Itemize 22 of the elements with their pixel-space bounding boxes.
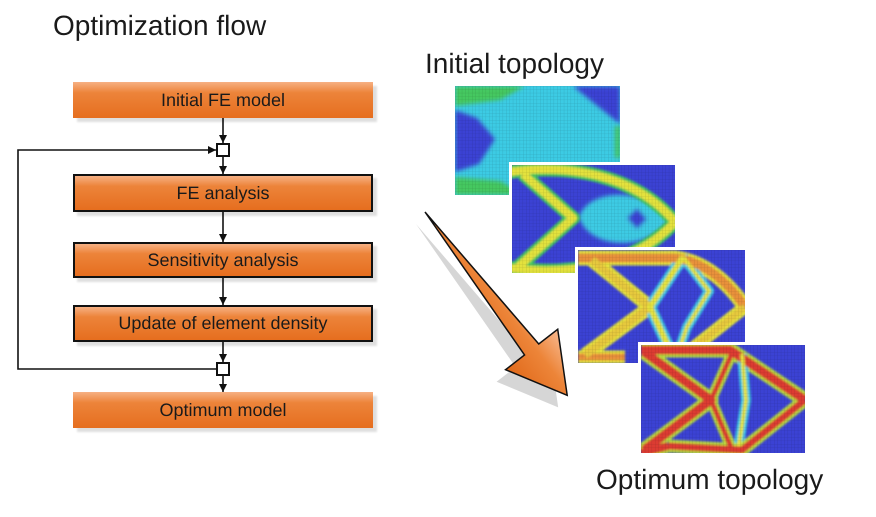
feedback-arrow bbox=[17, 146, 216, 370]
step-label: Update of element density bbox=[118, 313, 328, 334]
arrow bbox=[219, 278, 227, 305]
arrow bbox=[219, 212, 227, 242]
junction-square bbox=[216, 362, 230, 376]
picture-caption: Optimum topology bbox=[596, 463, 824, 497]
process-box bbox=[73, 305, 373, 342]
junction-square bbox=[216, 143, 230, 157]
diagram-title: Optimization flow bbox=[53, 9, 266, 43]
process-box bbox=[73, 174, 373, 212]
process-box bbox=[73, 242, 373, 278]
process-box bbox=[73, 82, 373, 118]
arrow bbox=[219, 342, 227, 362]
step-label: FE analysis bbox=[176, 182, 270, 204]
step-label: Initial FE model bbox=[160, 90, 286, 110]
arrow bbox=[219, 118, 227, 143]
step-label: Sensitivity analysis bbox=[147, 250, 299, 270]
picture-caption: Initial topology bbox=[425, 47, 604, 81]
arrow bbox=[219, 157, 227, 174]
step-label: Optimum model bbox=[159, 400, 287, 420]
process-box bbox=[73, 392, 373, 428]
arrow bbox=[219, 376, 227, 392]
